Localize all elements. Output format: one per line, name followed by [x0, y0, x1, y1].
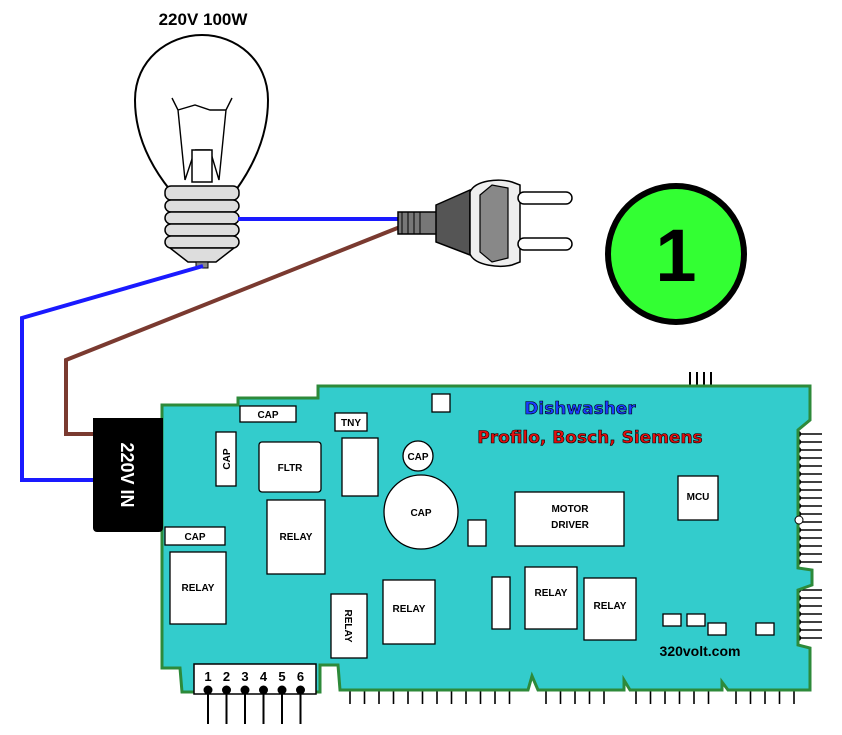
website-label: 320volt.com: [660, 643, 741, 659]
small-square-component: [431, 393, 451, 413]
cap-big-round: [383, 474, 459, 550]
mounting-hole: [794, 515, 804, 525]
cap-small-round: [402, 440, 434, 472]
relay-right-1: [524, 566, 578, 630]
relay-mid-label: RELAY: [393, 604, 426, 615]
small-vertical-component: [491, 576, 511, 630]
filter-component: [258, 441, 322, 493]
cap-vertical: [215, 431, 237, 487]
cap-left-label: CAP: [184, 532, 205, 543]
motor-driver-label-2: DRIVER: [551, 520, 590, 531]
cap-left: [164, 526, 226, 546]
tny-chip: [334, 412, 368, 432]
relay-vertical: [330, 593, 368, 659]
pcb-board: [160, 384, 814, 694]
connector-pin-number: 1: [204, 669, 211, 684]
smd-component-3: [707, 622, 727, 636]
live-wire: [64, 225, 401, 436]
mcu-label: MCU: [687, 492, 710, 503]
step-badge: 1: [605, 183, 747, 325]
relay-big-label: RELAY: [280, 532, 313, 543]
light-bulb-icon: [133, 33, 270, 269]
relay-mid: [382, 579, 436, 645]
small-rect-component: [467, 519, 487, 547]
mcu-chip: [677, 475, 719, 521]
connector-pin-number: 4: [260, 669, 268, 684]
cap-big-round-label: CAP: [410, 508, 431, 519]
board-brands: Profilo, Bosch, Siemens: [477, 428, 702, 448]
rect-component: [341, 437, 379, 497]
relay-big: [266, 499, 326, 575]
smd-component-4: [755, 622, 775, 636]
lamp-rating-label: 220V 100W: [159, 10, 249, 29]
input-label: 220V IN: [117, 442, 137, 507]
tny-label: TNY: [341, 418, 361, 429]
relay-right-2: [583, 577, 637, 641]
power-plug-icon: [397, 179, 573, 267]
cap-top: [239, 405, 297, 423]
cap-small-round-label: CAP: [407, 452, 428, 463]
smd-component-2: [686, 613, 706, 627]
step-number: 1: [655, 214, 696, 297]
connector-pin-number: 5: [278, 669, 285, 684]
neutral-wire: [20, 217, 400, 482]
relay-left-label: RELAY: [182, 583, 215, 594]
relay-vertical-label: RELAY: [342, 610, 353, 643]
board-title: Dishwasher: [524, 399, 636, 419]
smd-component-1: [662, 613, 682, 627]
relay-right-2-label: RELAY: [594, 601, 627, 612]
motor-driver: [514, 491, 625, 547]
cap-vertical-label: CAP: [222, 448, 233, 469]
right-side-pins: [794, 430, 822, 642]
connector-pin-number: 6: [297, 669, 304, 684]
fltr-label: FLTR: [278, 463, 304, 474]
connector-pin-number: 3: [241, 669, 248, 684]
connector-pin-number: 2: [223, 669, 230, 684]
power-input-connector: 220V IN: [93, 418, 163, 532]
relay-left: [169, 551, 227, 625]
cap-top-label: CAP: [257, 410, 278, 421]
relay-right-1-label: RELAY: [535, 588, 568, 599]
motor-driver-label-1: MOTOR: [551, 504, 589, 515]
